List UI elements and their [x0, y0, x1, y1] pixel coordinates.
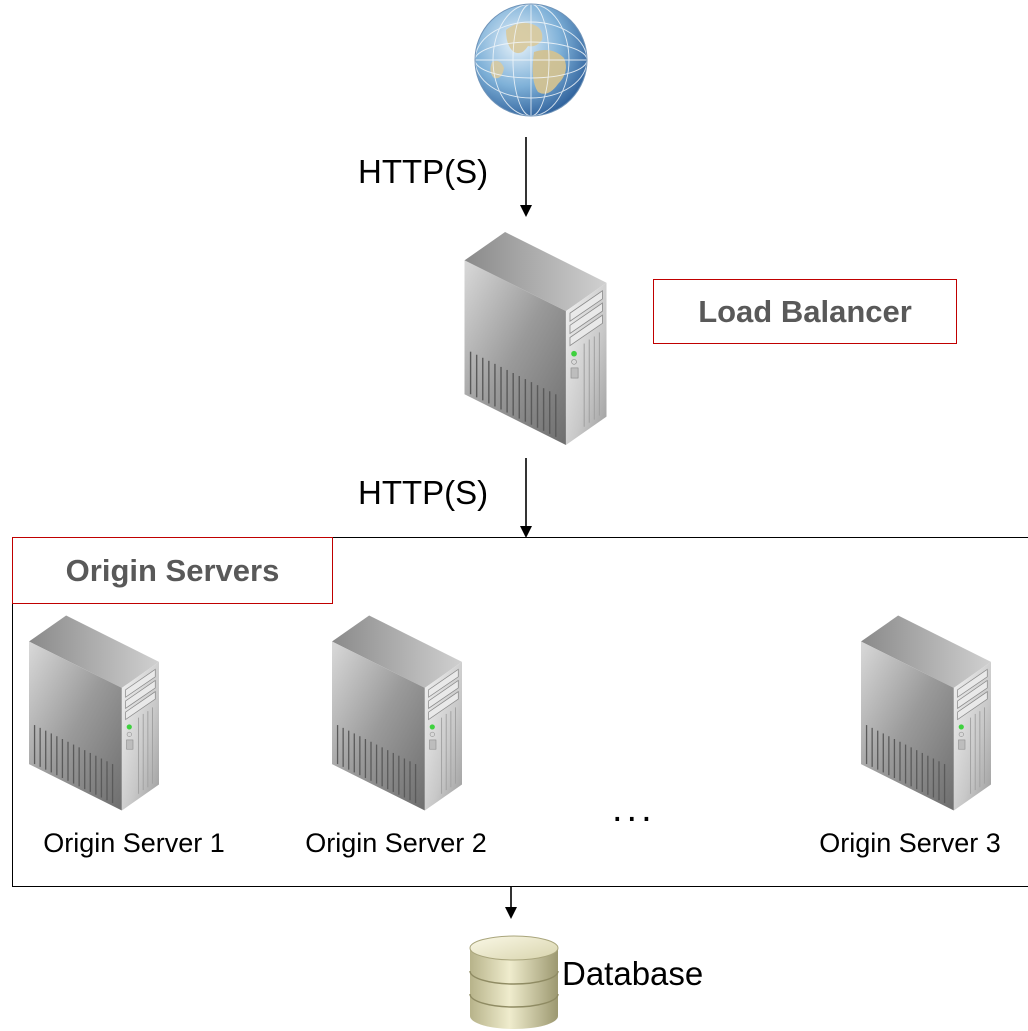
origin-server-2-label: Origin Server 2 — [305, 828, 487, 858]
arrow-load-balancer-to-origins — [517, 458, 535, 540]
database-label: Database — [562, 955, 704, 992]
arrow-origins-to-database — [502, 887, 520, 921]
database-icon — [466, 934, 562, 1031]
origin-servers-group — [12, 537, 1028, 887]
load-balancer-server-icon — [463, 232, 608, 445]
arrow-label-top: HTTP(S) — [358, 153, 489, 190]
origin-servers-label: Origin Servers — [12, 537, 333, 604]
origin-server-3-icon — [861, 615, 991, 811]
load-balancer-label: Load Balancer — [653, 279, 957, 344]
more-servers-ellipsis: ... — [612, 788, 656, 830]
arrow-internet-to-load-balancer — [517, 137, 535, 219]
origin-server-2-icon — [332, 615, 462, 811]
origin-server-1-icon — [29, 615, 159, 811]
origin-server-3-label: Origin Server 3 — [819, 828, 1001, 858]
origin-server-1-label: Origin Server 1 — [43, 828, 225, 858]
globe-icon — [472, 0, 590, 120]
arrow-label-middle: HTTP(S) — [358, 474, 489, 511]
